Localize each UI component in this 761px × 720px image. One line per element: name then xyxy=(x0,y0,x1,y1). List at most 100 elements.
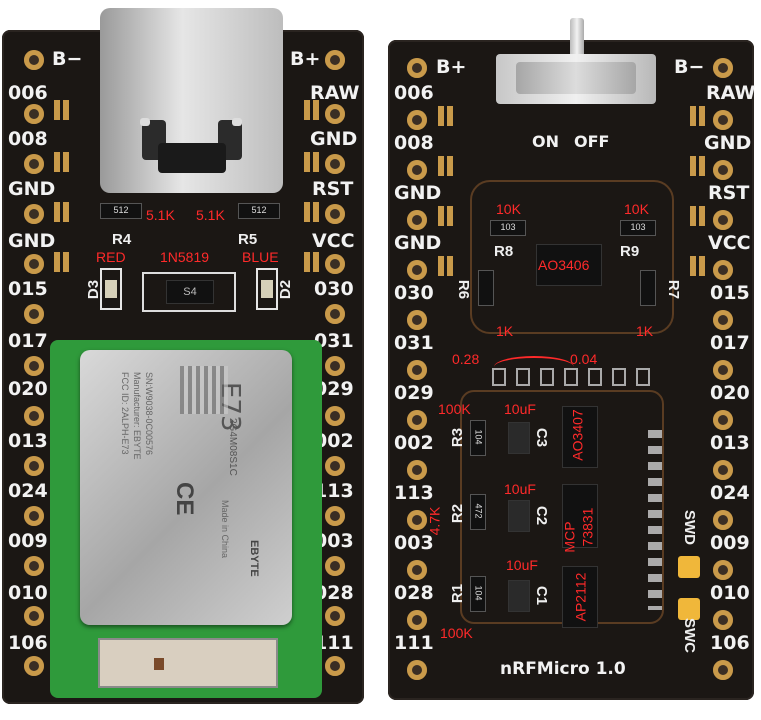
usb-c-connector xyxy=(100,8,283,193)
pin-label: GND xyxy=(704,132,752,154)
pin-label: 002 xyxy=(394,432,434,454)
pin-label: RST xyxy=(312,178,354,200)
pin-label: 010 xyxy=(710,582,750,604)
jumper-pad xyxy=(438,156,444,176)
pin-pad xyxy=(407,610,427,630)
capacitor-c3 xyxy=(508,422,530,454)
jumper-pad xyxy=(690,106,696,126)
jumper-pad xyxy=(447,206,453,226)
pin-label: 029 xyxy=(394,382,434,404)
switch-off-label: OFF xyxy=(574,132,610,151)
annotation-v2: 0.04 xyxy=(570,351,598,367)
silk-c2: C2 xyxy=(533,505,551,526)
silk-r1: R1 xyxy=(449,583,467,604)
pin-label: 017 xyxy=(710,332,750,354)
bat-plus-label: B+ xyxy=(290,48,321,70)
pin-pad xyxy=(325,356,345,376)
pin-label: 030 xyxy=(314,278,354,300)
pin-label: 009 xyxy=(8,530,48,552)
swc-pad xyxy=(678,598,700,620)
jumper-pad xyxy=(313,152,319,172)
annotation-ap: AP2112 xyxy=(572,572,589,622)
pin-pad xyxy=(24,254,44,274)
pin-pad xyxy=(407,360,427,380)
pin-label: GND xyxy=(8,230,56,252)
pin-label: 111 xyxy=(314,632,354,654)
jumper-pad xyxy=(447,256,453,276)
annotation-c3-value: 10uF xyxy=(504,401,536,417)
pin-pad xyxy=(24,506,44,526)
jumper-pad xyxy=(447,106,453,126)
annotation-r5-value: 5.1K xyxy=(196,207,225,223)
charger-ic xyxy=(562,484,598,548)
board-name: nRFMicro 1.0 xyxy=(500,659,626,679)
resistor-r7 xyxy=(640,270,656,306)
pin-pad xyxy=(325,606,345,626)
jumper-pad xyxy=(54,202,60,222)
pin-label: 111 xyxy=(394,632,434,654)
pin-pad xyxy=(713,110,733,130)
pin-pad xyxy=(24,304,44,324)
pcb-trace xyxy=(470,180,674,334)
resistor-r4: 512 xyxy=(100,203,142,219)
pin-pad xyxy=(24,356,44,376)
jumper-pad xyxy=(690,256,696,276)
pin-label: 113 xyxy=(314,480,354,502)
antenna-area xyxy=(98,638,278,688)
resistor-r9: 103 xyxy=(620,220,656,236)
pin-pad xyxy=(325,406,345,426)
annotation-r9-value: 10K xyxy=(624,201,649,217)
jumper-pad xyxy=(304,252,310,272)
jumper-pad xyxy=(699,106,705,126)
jumper-pad xyxy=(699,256,705,276)
module-fcc: FCC ID: 2ALPH-E73 xyxy=(120,372,130,455)
jumper-pad xyxy=(304,152,310,172)
annotation-c1-value: 10uF xyxy=(506,557,538,573)
jumper-pad xyxy=(438,106,444,126)
pin-label: 015 xyxy=(710,282,750,304)
module-ebyte: EBYTE xyxy=(248,540,260,577)
annotation-r6-value: 1K xyxy=(496,323,514,339)
annotation-r7-value: 1K xyxy=(636,323,654,339)
resistor-code: 512 xyxy=(251,205,267,215)
pin-pad xyxy=(325,204,345,224)
pin-label: 013 xyxy=(710,432,750,454)
silk-swc: SWC xyxy=(681,618,698,653)
resistor-code: 103 xyxy=(630,222,646,232)
resistor-code: 472 xyxy=(473,503,484,519)
annotation-r1-value: 100K xyxy=(440,625,473,641)
pin-label: 106 xyxy=(8,632,48,654)
pin-pad xyxy=(713,410,733,430)
annotation-blue: BLUE xyxy=(242,249,279,265)
silk-r8: R8 xyxy=(494,243,514,260)
resistor-code: 512 xyxy=(113,205,129,215)
jumper-pad xyxy=(313,202,319,222)
mosfet-ao3406 xyxy=(536,244,602,286)
pin-label: 002 xyxy=(314,430,354,452)
annotation-diode: 1N5819 xyxy=(160,249,210,265)
jumper-pad xyxy=(690,156,696,176)
pin-label: 008 xyxy=(394,132,434,154)
pin-label: 010 xyxy=(8,582,48,604)
pin-pad xyxy=(407,460,427,480)
module-made: Made in China xyxy=(220,500,230,559)
pin-pad xyxy=(24,154,44,174)
pin-pad xyxy=(325,304,345,324)
pin-pad xyxy=(713,360,733,380)
silk-r5: R5 xyxy=(238,231,258,248)
pin-pad xyxy=(713,210,733,230)
resistor-code: 104 xyxy=(473,429,484,445)
pin-pad xyxy=(713,660,733,680)
pin-pad xyxy=(24,656,44,676)
jumper-pad xyxy=(63,100,69,120)
power-switch[interactable] xyxy=(496,54,656,104)
module-ce: CE xyxy=(171,482,198,516)
silk-r2: R2 xyxy=(449,503,467,524)
silk-d3: D3 xyxy=(85,279,103,300)
silk-r6: R6 xyxy=(455,279,473,300)
pin-pad xyxy=(713,560,733,580)
resistor-r3: 104 xyxy=(470,420,486,456)
pin-label: 030 xyxy=(394,282,434,304)
jumper-pad xyxy=(63,252,69,272)
pin-label: 003 xyxy=(394,532,434,554)
